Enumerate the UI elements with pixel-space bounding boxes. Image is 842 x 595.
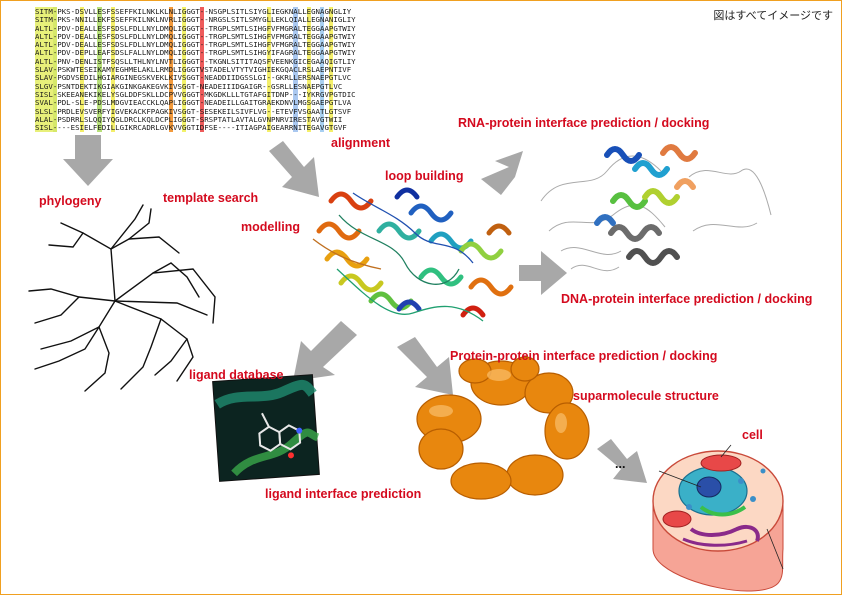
alignment-row: SISL----ESIELFEDILLGIKRCADRLGVKVVGGTIDFS… <box>35 123 347 133</box>
alignment-row: SLGV-PSNTDEKTIKGIAKGINKGAKEGVKIVSGGT-NEA… <box>35 81 343 91</box>
sequence-alignment: SITM-PKS-DSVLLESFSSEFFKILNKLKLNLIGGGT--N… <box>35 7 356 133</box>
label-ellipsis: ... <box>615 457 626 471</box>
arrow-down-phylogeny-icon <box>63 135 113 186</box>
arrow-down-right-cell-icon <box>597 439 647 483</box>
arrow-down-left-ligand-icon <box>293 321 357 381</box>
label-cell: cell <box>742 428 763 442</box>
label-alignment: alignment <box>331 136 391 150</box>
label-template-search: template search <box>163 191 259 205</box>
alignment-row: SITM-PKS-NNILLEKFSSEFFKILNKLNVRLIGGGT--N… <box>35 15 356 25</box>
label-phylogeny: phylogeny <box>39 194 102 208</box>
label-ligand-prediction: ligand interface prediction <box>265 487 422 501</box>
label-rna-docking: RNA-protein interface prediction / docki… <box>458 116 710 130</box>
label-ppi-docking: Protein-protein interface prediction / d… <box>450 349 718 363</box>
alignment-row: ALTL-PDV-DEALLESFSDSLFDLLNYLDMQLIGGGT--T… <box>35 23 356 33</box>
alignment-row: SISL-SKEEANEKIKELYSGLDDFSKLLDCPVVGGGT-MK… <box>35 89 356 99</box>
alignment-row: ALTL-PDV-DEALLESFSDSLFDLLNYLDMQLIGGGT--T… <box>35 31 356 41</box>
alignment-row: SLAV-PSKWTESEIKAMYEGHMELAKLLRMDLIGGGTVST… <box>35 65 352 75</box>
label-modelling: modelling <box>241 220 301 234</box>
alignment-row: SLSL-PRDLEVSVERFYIGVEKACKFPAGKIVSGGT-SES… <box>35 106 352 116</box>
alignment-row: SLAV-PGDVSEDILHGIARGINEGSKVEKLKIVSGGT-NE… <box>35 73 352 83</box>
arrow-down-right-supra-icon <box>397 337 453 395</box>
image-disclaimer-note: 図はすべてイメージです <box>713 9 833 22</box>
alignment-row: SITM-PKS-DSVLLESFSSEFFKILNKLKLNLIGGGT--N… <box>35 7 352 16</box>
alignment-row: ALAL-PSDRRLSLQQIYQGLDRCLKQLDCPLIGGGT-SRS… <box>35 114 343 124</box>
label-ligand-database: ligand database <box>189 368 284 382</box>
arrow-up-right-rna-icon <box>481 151 523 195</box>
label-suparmolecule: suparmolecule structure <box>573 389 719 403</box>
label-loop-building: loop building <box>385 169 464 183</box>
alignment-row: ALTL-PDV-DEPLLEAFSDSLFALLNYLDMQLIGGGT--T… <box>35 48 356 58</box>
arrow-right-dna-icon <box>519 251 567 295</box>
arrow-down-right-template-icon <box>269 141 319 197</box>
label-dna-docking: DNA-protein interface prediction / docki… <box>561 292 813 306</box>
alignment-row: SVAL-PDL-SLE-PDSLMDGVIEACCKLQAPLIGGGT-NE… <box>35 98 352 108</box>
alignment-row: ALTL-PNV-DENLISTFSQSLLTHLNYLNVTLIGGGT--T… <box>35 56 356 66</box>
alignment-row: ALTL-PDV-DEALLESFSDSLFDLLNYLDMQLIGGGT--T… <box>35 40 356 50</box>
